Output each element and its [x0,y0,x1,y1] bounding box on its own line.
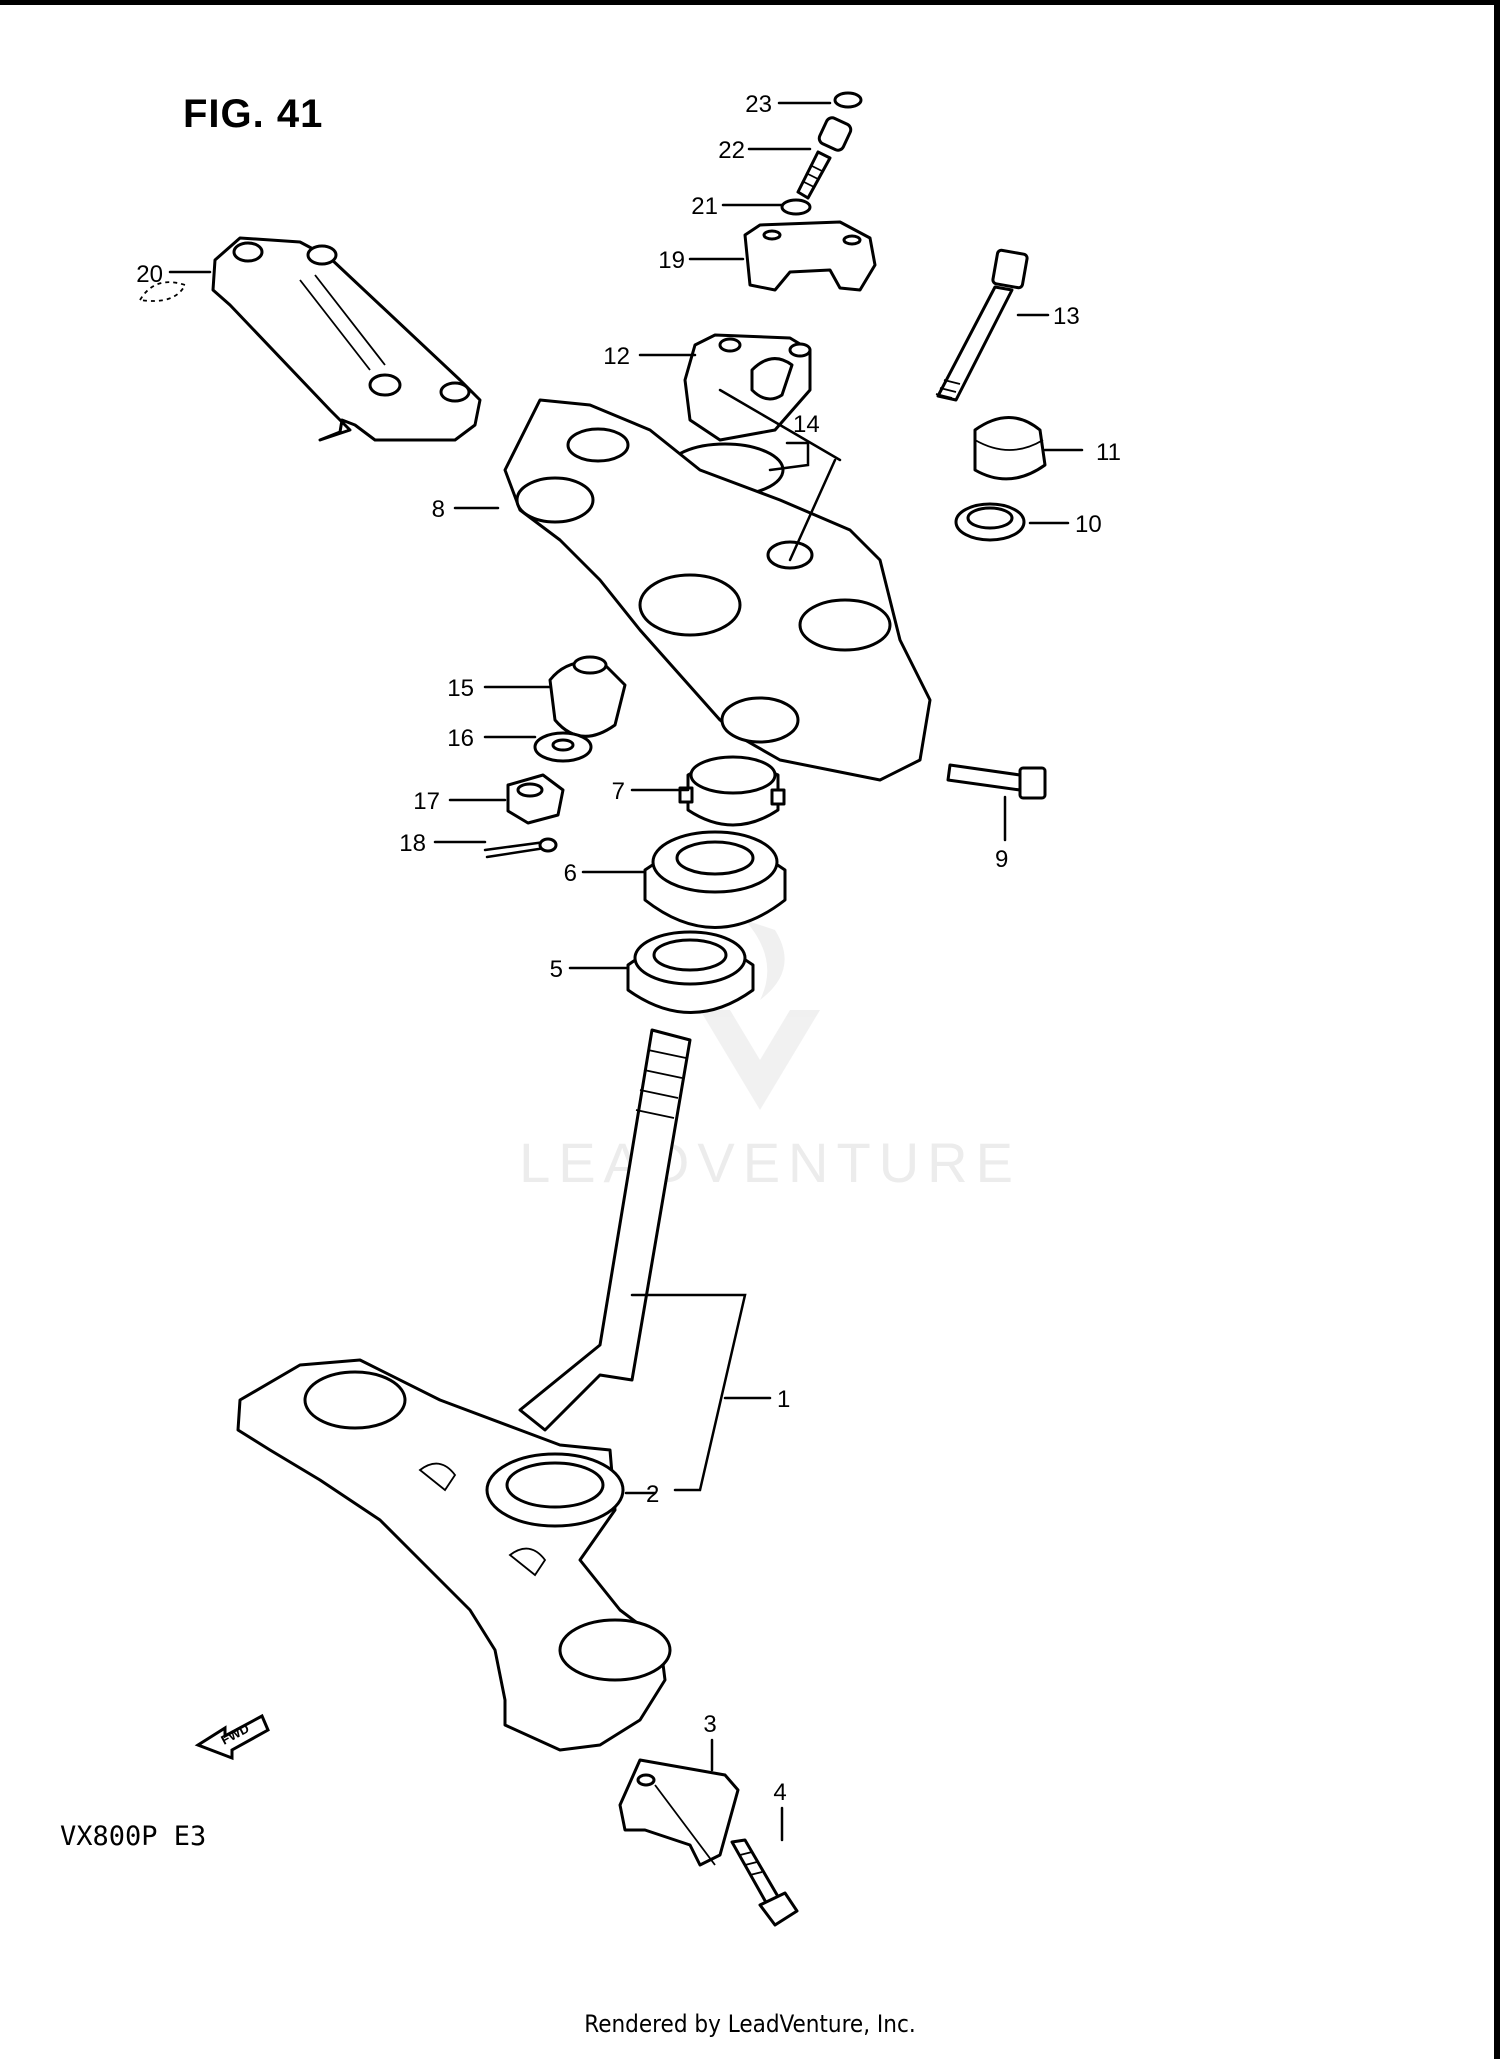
part-12-lower-holder [683,333,812,442]
callout-23: 23 [745,91,772,118]
part-6-bearing [643,830,787,929]
part-21-washer [780,198,812,216]
part-22-bolt [796,116,853,200]
watermark-text: LEADVENTURE [519,1131,1021,1194]
footer-credit: Rendered by LeadVenture, Inc. [584,2010,916,2038]
part-4-bolt [730,1838,799,1927]
callout-17: 17 [413,788,440,815]
part-17-nut [506,773,565,825]
part-18-cotter-pin [483,837,558,859]
part-3-plate [618,1758,740,1867]
callout-19: 19 [658,247,685,274]
callout-8: 8 [432,496,445,523]
callout-16: 16 [447,725,474,752]
callout-14: 14 [793,411,820,438]
leader-lines [168,101,1084,1842]
part-15-damper [548,655,627,738]
callout-1: 1 [777,1386,790,1413]
part-10-washer [954,502,1026,542]
callout-5: 5 [550,956,563,983]
callout-22: 22 [718,137,745,164]
part-7-nut [678,755,786,827]
part-11-cap-nut [973,416,1047,481]
part-23-cap [833,91,863,109]
callout-18: 18 [399,830,426,857]
callout-20: 20 [136,261,163,288]
fwd-arrow-icon: FWD [194,1713,270,1761]
callout-11: 11 [1096,439,1121,466]
callout-9: 9 [995,846,1008,873]
callout-15: 15 [447,675,474,702]
callout-labels: 23 22 21 19 20 13 12 14 11 10 8 15 16 7 … [136,91,1121,1806]
model-label: VX800P E3 [60,1821,207,1852]
callout-12: 12 [603,343,630,370]
part-16-washer [533,731,593,763]
figure-title: FIG. 41 [183,92,324,136]
part-9-bolt [946,763,1047,800]
top-border [0,0,1500,5]
part-1-steering-stem [236,1028,692,1752]
callout-4: 4 [773,1779,786,1806]
part-5-bearing [626,930,755,1014]
callout-3: 3 [703,1711,716,1738]
part-19-upper-holder [743,220,877,292]
part-20-handlebar-holder [138,236,482,442]
callout-21: 21 [691,193,718,220]
right-border [1494,0,1500,2059]
watermark-logo-icon [700,920,820,1110]
callout-6: 6 [564,860,577,887]
part-2-seal [485,1452,625,1528]
callout-13: 13 [1053,303,1080,330]
part-8-upper-bracket [503,388,932,782]
callout-7: 7 [612,778,625,805]
callout-2: 2 [646,1481,659,1508]
part-13-bolt [935,248,1029,402]
callout-10: 10 [1075,511,1102,538]
